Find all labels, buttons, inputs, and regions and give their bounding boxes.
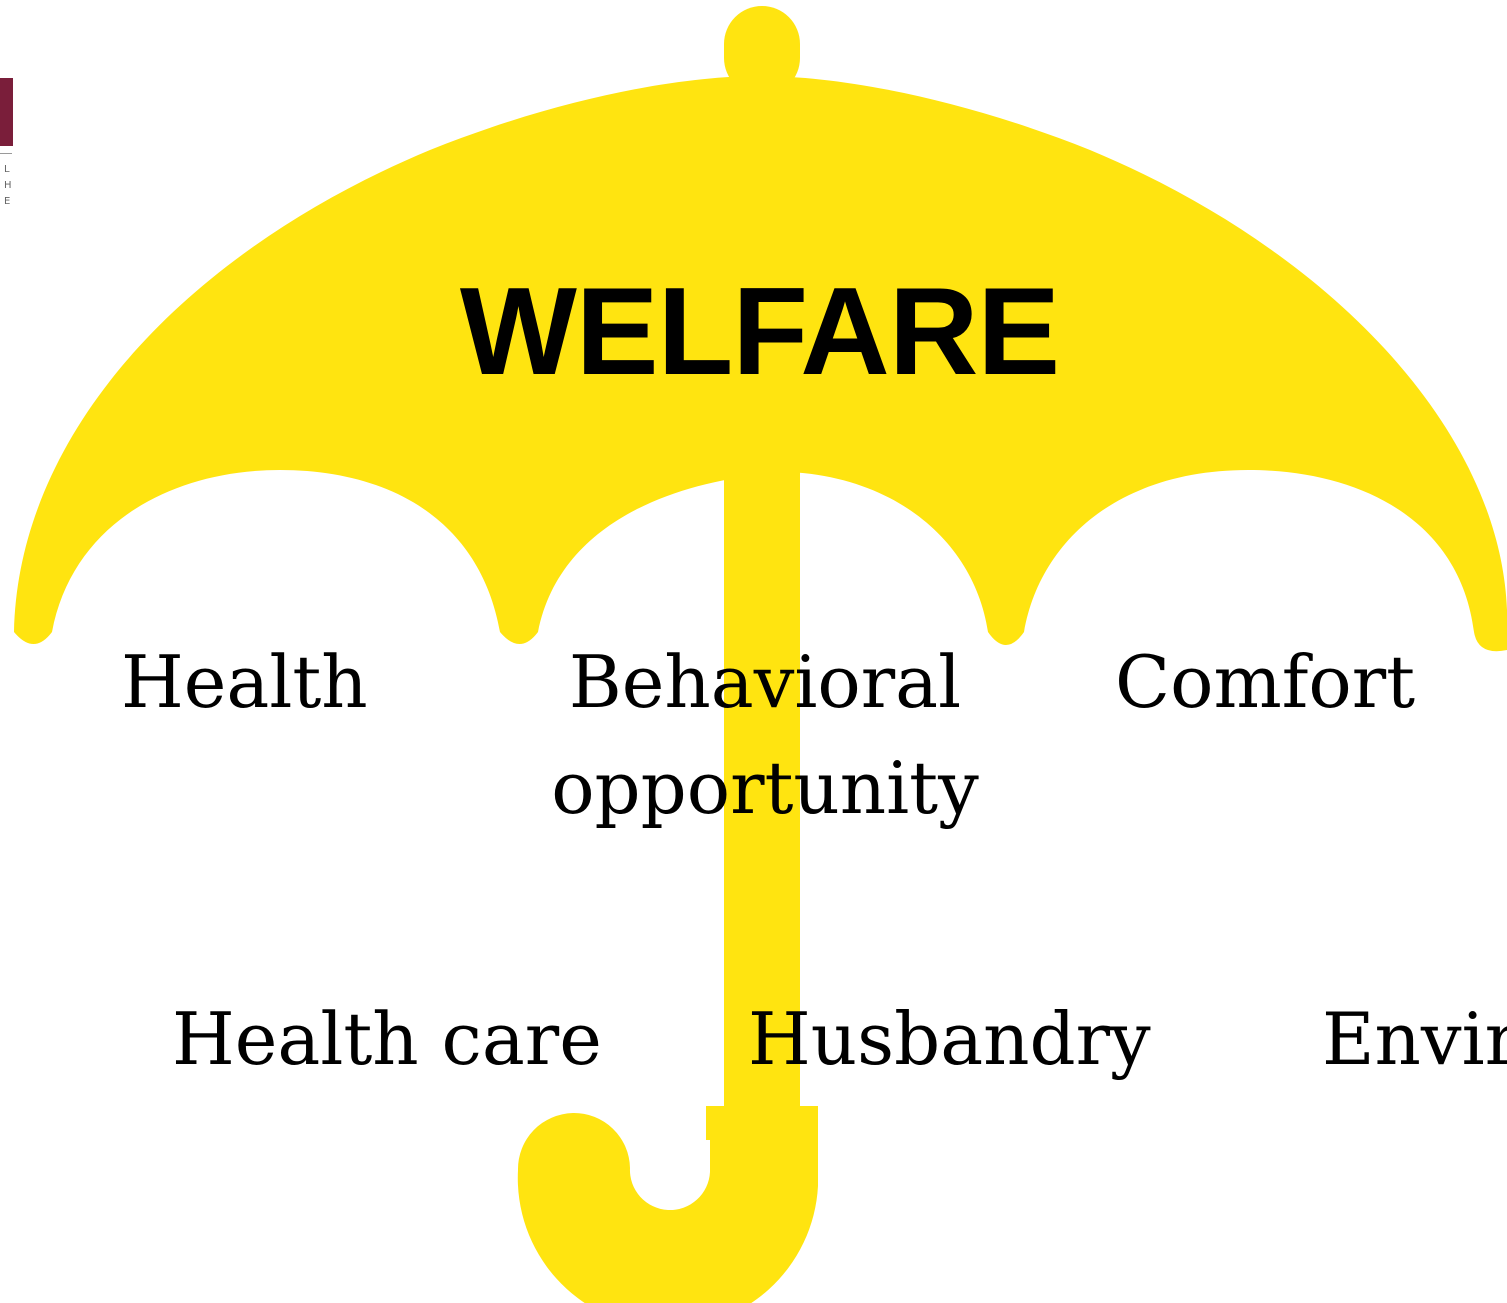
institution-logo-fragment: L H E xyxy=(0,0,20,220)
umbrella-shaft xyxy=(724,470,800,1110)
logo-text: L H E xyxy=(4,162,16,210)
logo-divider xyxy=(0,153,12,154)
umbrella-canopy xyxy=(14,76,1507,652)
outcome-label-behavioral-opportunity: Behavioral opportunity xyxy=(525,629,1005,841)
outcome-label-line: Behavioral xyxy=(568,640,962,724)
logo-letter: H xyxy=(4,180,12,191)
input-label-husbandry: Husbandry xyxy=(748,997,1151,1081)
umbrella-top-knob xyxy=(724,6,800,96)
logo-letter: L xyxy=(4,164,10,175)
input-label-environment: Envir xyxy=(1322,997,1507,1081)
outcome-label-line: opportunity xyxy=(551,746,979,830)
umbrella-handle xyxy=(517,1106,818,1303)
input-label-health-care: Health care xyxy=(172,997,602,1081)
diagram-title: WELFARE xyxy=(459,263,1060,401)
outcome-label-health: Health xyxy=(121,640,368,724)
logo-mark xyxy=(0,78,13,146)
logo-letter: E xyxy=(4,196,11,207)
outcome-label-comfort: Comfort xyxy=(1115,640,1416,724)
